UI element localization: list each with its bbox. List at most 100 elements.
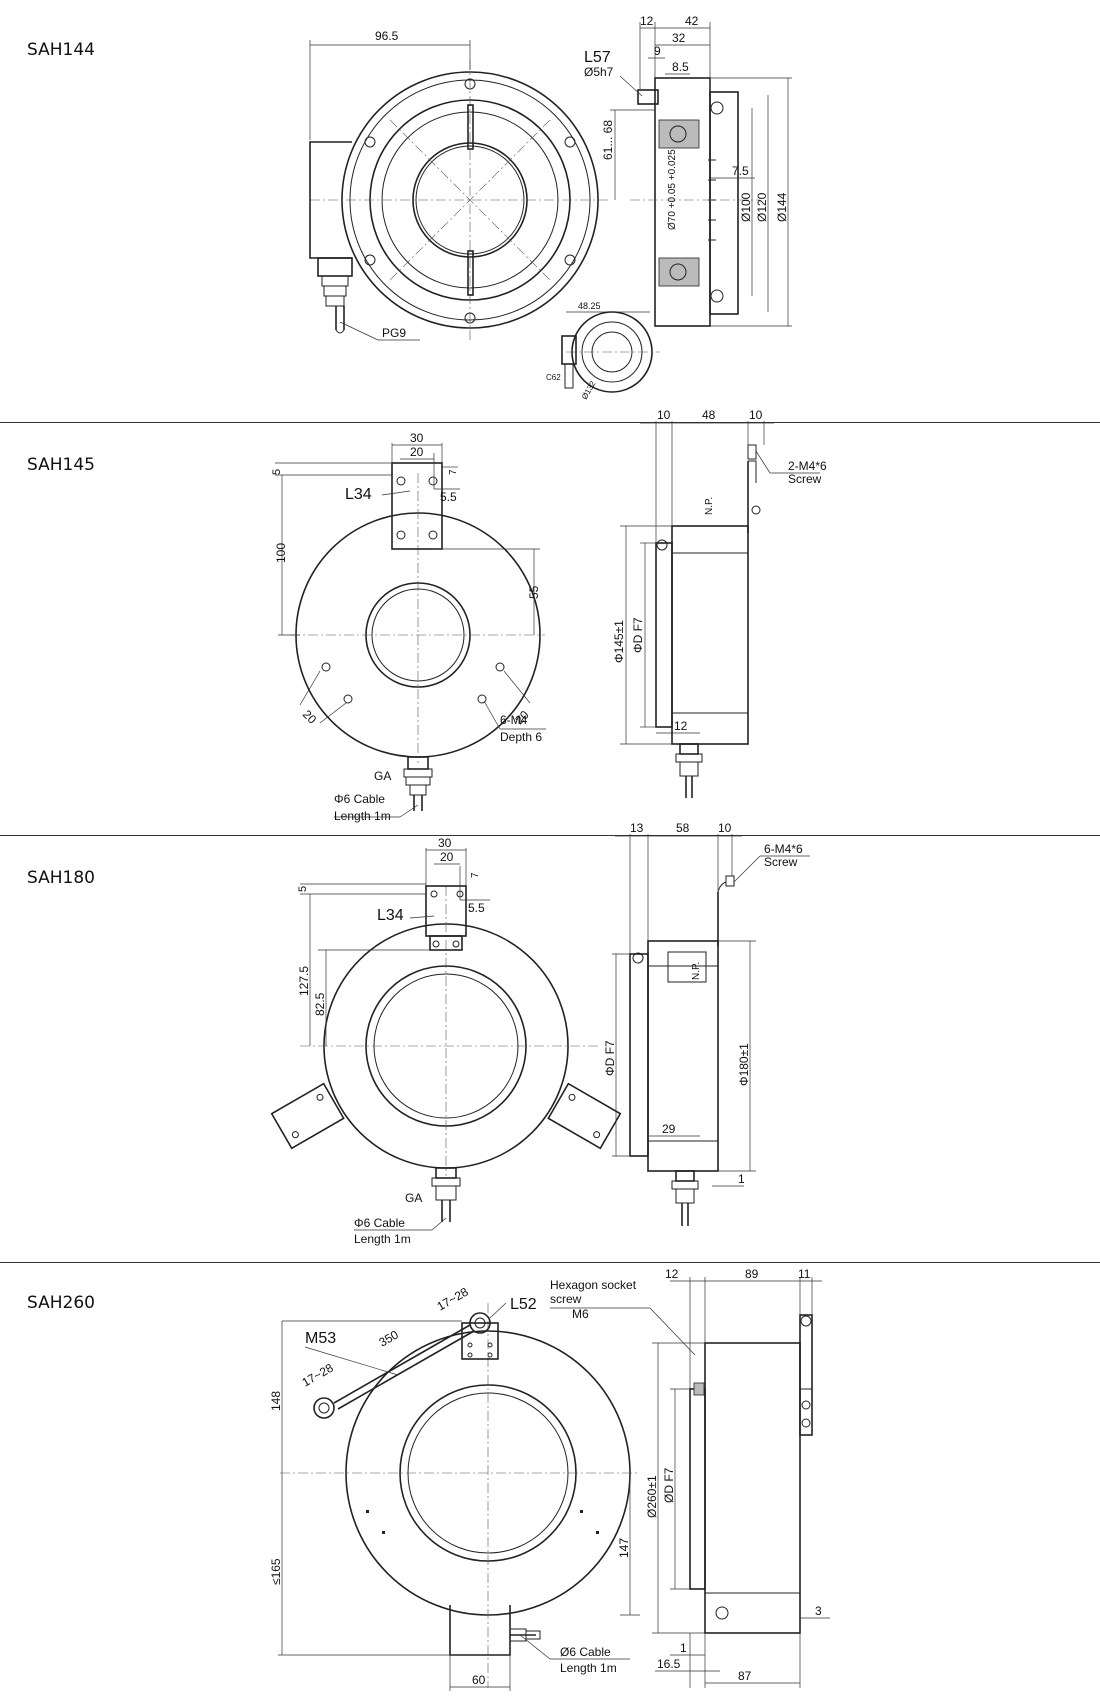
dim-5-5: 5.5 xyxy=(468,901,485,915)
cable-label: Ø6 Cable xyxy=(560,1645,611,1659)
dim-100: 100 xyxy=(274,543,288,563)
c62-label: C62 xyxy=(546,373,561,382)
dim-89: 89 xyxy=(745,1267,759,1281)
ga-label: GA xyxy=(374,769,391,783)
m53-label: M53 xyxy=(305,1330,336,1347)
dim-10: 10 xyxy=(718,821,732,835)
small-view: 48.25 C62 Ø132 xyxy=(546,301,660,401)
dim-180: Φ180±1 xyxy=(737,1043,751,1086)
np-label: N.P. xyxy=(704,497,715,515)
divider xyxy=(0,1262,1100,1263)
screw1-label: 6-M4*6 xyxy=(764,842,803,856)
dim-11: 11 xyxy=(798,1267,811,1281)
dim-10a: 10 xyxy=(657,408,671,422)
pg9-label: PG9 xyxy=(382,326,406,340)
dim-87: 87 xyxy=(738,1669,752,1683)
dim-7-5: 7.5 xyxy=(732,164,749,178)
dim-42: 42 xyxy=(685,14,699,28)
dim-5-5: 5.5 xyxy=(440,490,457,504)
l34-label: L34 xyxy=(345,486,372,503)
l57-label: L57 xyxy=(584,49,611,66)
dim-148: 148 xyxy=(269,1391,283,1411)
side-view: N.P. 10 48 10 2-M4*6 Screw Φ145±1 xyxy=(612,408,827,798)
cable-label: Φ6 Cable xyxy=(354,1216,405,1230)
dim-12: 12 xyxy=(640,14,654,28)
dim-12: 12 xyxy=(665,1267,679,1281)
dim-30: 30 xyxy=(410,431,424,445)
dim-7: 7 xyxy=(448,469,459,475)
dim-61-68: 61... 68 xyxy=(601,120,615,160)
dim-30: 30 xyxy=(438,836,452,850)
drawing-sah145: 30 20 7 5.5 5 L34 100 55 20 20 xyxy=(271,408,827,823)
section-sah144: SAH144 xyxy=(0,0,1100,420)
dim-100: Ø100 xyxy=(739,192,753,222)
dim-55: 55 xyxy=(527,585,541,599)
dim-1: 1 xyxy=(738,1172,745,1186)
drawing-sah144: PG9 96.5 12 4 xyxy=(309,14,792,401)
side-view: N.P. 13 58 10 6-M4*6 Screw ΦD F7 xyxy=(603,821,810,1226)
section-sah145: SAH145 30 20 xyxy=(0,408,1100,833)
dim-16-5: 16.5 xyxy=(657,1657,681,1671)
divider xyxy=(0,422,1100,423)
dim-96-5: 96.5 xyxy=(375,29,399,43)
dim-58: 58 xyxy=(676,821,690,835)
dim-29: 29 xyxy=(662,1122,676,1136)
front-view: 30 20 7 5.5 5 L34 100 55 20 20 xyxy=(271,431,546,823)
dim-48-25: 48.25 xyxy=(578,301,601,311)
dim-8-5: 8.5 xyxy=(672,60,689,74)
dim-3: 3 xyxy=(815,1604,822,1618)
dim-260: Ø260±1 xyxy=(645,1475,659,1518)
dim-9: 9 xyxy=(654,44,661,58)
hex2-label: screw xyxy=(550,1292,582,1306)
dim-145: Φ145±1 xyxy=(612,620,626,663)
ga-label: GA xyxy=(405,1191,422,1205)
front-view: 17~28 L52 Hexagon socket screw M6 M53 35… xyxy=(269,1278,696,1691)
dim-7: 7 xyxy=(470,872,481,878)
dim-20: 20 xyxy=(440,850,454,864)
hex1-label: Hexagon socket xyxy=(550,1278,637,1292)
dim-17-28b: 17~28 xyxy=(300,1360,336,1389)
dim-5: 5 xyxy=(271,469,283,475)
model-label: SAH180 xyxy=(27,868,95,888)
section-sah260: SAH260 xyxy=(0,1263,1100,1700)
dim-144: Ø144 xyxy=(775,192,789,222)
dim-127-5: 127.5 xyxy=(297,966,311,996)
drawing-sah180: 30 20 7 5.5 5 L34 127.5 82.5 GA Φ6 Cable… xyxy=(270,821,810,1246)
dim-48: 48 xyxy=(702,408,716,422)
drawing-sah260: 17~28 L52 Hexagon socket screw M6 M53 35… xyxy=(269,1267,830,1691)
length-label: Length 1m xyxy=(334,809,391,823)
screw2-label: Screw xyxy=(788,472,822,486)
dim-10b: 10 xyxy=(749,408,763,422)
screw2-label: Screw xyxy=(764,855,798,869)
dim-82-5: 82.5 xyxy=(313,992,327,1016)
dim-17-28a: 17~28 xyxy=(435,1284,471,1313)
front-view: 30 20 7 5.5 5 L34 127.5 82.5 GA Φ6 Cable… xyxy=(270,836,622,1246)
dim-120: Ø120 xyxy=(755,192,769,222)
screw1-label: 2-M4*6 xyxy=(788,459,827,473)
l52-label: L52 xyxy=(510,1296,537,1313)
l34-label: L34 xyxy=(377,907,404,924)
dim-350: 350 xyxy=(377,1327,402,1349)
length-label: Length 1m xyxy=(354,1232,411,1246)
np-label: N.P. xyxy=(691,962,702,980)
dim-13: 13 xyxy=(630,821,644,835)
m4-label: 6-M4 xyxy=(500,713,528,727)
dim-60: 60 xyxy=(472,1673,486,1687)
dim-147: 147 xyxy=(617,1538,631,1558)
shaft-dia: Ø5h7 xyxy=(584,65,614,79)
dim-132: Ø132 xyxy=(580,379,598,401)
dim-df7: ΦD F7 xyxy=(631,617,645,653)
dim-165: ≤165 xyxy=(269,1558,283,1585)
model-label: SAH145 xyxy=(27,455,95,475)
dim-df7: ØD F7 xyxy=(662,1467,676,1503)
length-label: Length 1m xyxy=(560,1661,617,1675)
cable-label: Φ6 Cable xyxy=(334,792,385,806)
side-view: 12 42 32 9 8.5 L57 Ø5h7 61... 68 Ø70 +0.… xyxy=(584,14,792,327)
dim-df7: ΦD F7 xyxy=(603,1040,617,1076)
model-label: SAH144 xyxy=(27,40,95,60)
dim-20a: 20 xyxy=(300,707,320,727)
side-view: 12 89 11 Ø260±1 ØD F7 3 1 16.5 87 xyxy=(645,1267,830,1688)
m6-label: M6 xyxy=(572,1307,589,1321)
depth-label: Depth 6 xyxy=(500,730,542,744)
dim-1: 1 xyxy=(680,1641,687,1655)
